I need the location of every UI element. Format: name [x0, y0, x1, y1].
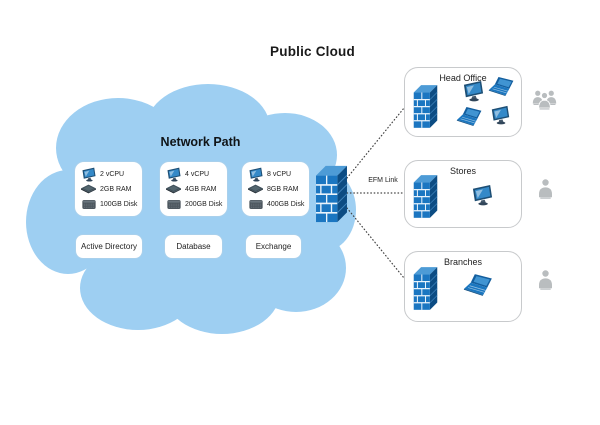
site-title: Branches — [443, 257, 483, 267]
cpu-row: 8 vCPU — [247, 167, 306, 181]
person-icon — [538, 268, 553, 291]
site-box-head-office: Head Office — [404, 67, 522, 137]
monitor-icon — [247, 167, 264, 182]
ram-row: 8GB RAM — [247, 182, 306, 196]
server-spec-card-database: 4 vCPU 4GB RAM 200GB Disk — [160, 162, 227, 216]
monitor-icon — [80, 167, 97, 182]
service-label: Active Directory — [80, 242, 137, 251]
disk-icon — [165, 199, 182, 210]
ram-label: 2GB RAM — [100, 185, 132, 193]
disk-label: 400GB Disk — [267, 200, 305, 208]
service-label: Database — [176, 242, 211, 251]
monitor-icon — [462, 80, 485, 102]
ram-chip-icon — [247, 184, 264, 194]
site-box-branches: Branches — [404, 251, 522, 322]
ram-chip-icon — [165, 184, 182, 194]
site-box-stores: Stores — [404, 160, 522, 228]
ram-label: 4GB RAM — [185, 185, 217, 193]
service-card-database: Database — [165, 235, 222, 258]
disk-row: 400GB Disk — [247, 197, 306, 211]
people-group-icon — [531, 88, 558, 112]
service-card-active-directory: Active Directory — [76, 235, 142, 258]
ram-label: 8GB RAM — [267, 185, 299, 193]
site-title: Head Office — [439, 73, 487, 83]
laptop-icon — [463, 274, 497, 296]
person-icon — [538, 177, 553, 200]
service-label: Exchange — [255, 242, 292, 251]
ram-chip-icon — [80, 184, 97, 194]
network-path-label: Network Path — [160, 135, 241, 149]
firewall-icon — [413, 83, 438, 130]
monitor-icon — [471, 184, 494, 206]
ram-row: 4GB RAM — [165, 182, 224, 196]
firewall-icon — [413, 173, 438, 220]
firewall-icon — [413, 265, 438, 312]
site-title: Stores — [449, 166, 476, 176]
disk-row: 200GB Disk — [165, 197, 224, 211]
cpu-label: 2 vCPU — [100, 170, 125, 178]
cpu-label: 4 vCPU — [185, 170, 210, 178]
laptop-icon — [456, 107, 486, 126]
monitor-icon — [490, 105, 511, 125]
cpu-row: 2 vCPU — [80, 167, 139, 181]
ram-row: 2GB RAM — [80, 182, 139, 196]
disk-label: 100GB Disk — [100, 200, 138, 208]
disk-icon — [247, 199, 264, 210]
server-spec-card-active-directory: 2 vCPU 2GB RAM 100GB Disk — [75, 162, 142, 216]
cpu-row: 4 vCPU — [165, 167, 224, 181]
service-card-exchange: Exchange — [246, 235, 301, 258]
disk-icon — [80, 199, 97, 210]
public-cloud-title: Public Cloud — [270, 44, 355, 59]
efm-link-label: EFM Link — [368, 177, 398, 184]
cpu-label: 8 vCPU — [267, 170, 292, 178]
monitor-icon — [165, 167, 182, 182]
disk-row: 100GB Disk — [80, 197, 139, 211]
firewall-icon — [315, 164, 348, 224]
laptop-icon — [488, 77, 518, 96]
efm-connector-lines — [346, 107, 405, 279]
disk-label: 200GB Disk — [185, 200, 223, 208]
server-spec-card-exchange: 8 vCPU 8GB RAM 400GB Disk — [242, 162, 309, 216]
